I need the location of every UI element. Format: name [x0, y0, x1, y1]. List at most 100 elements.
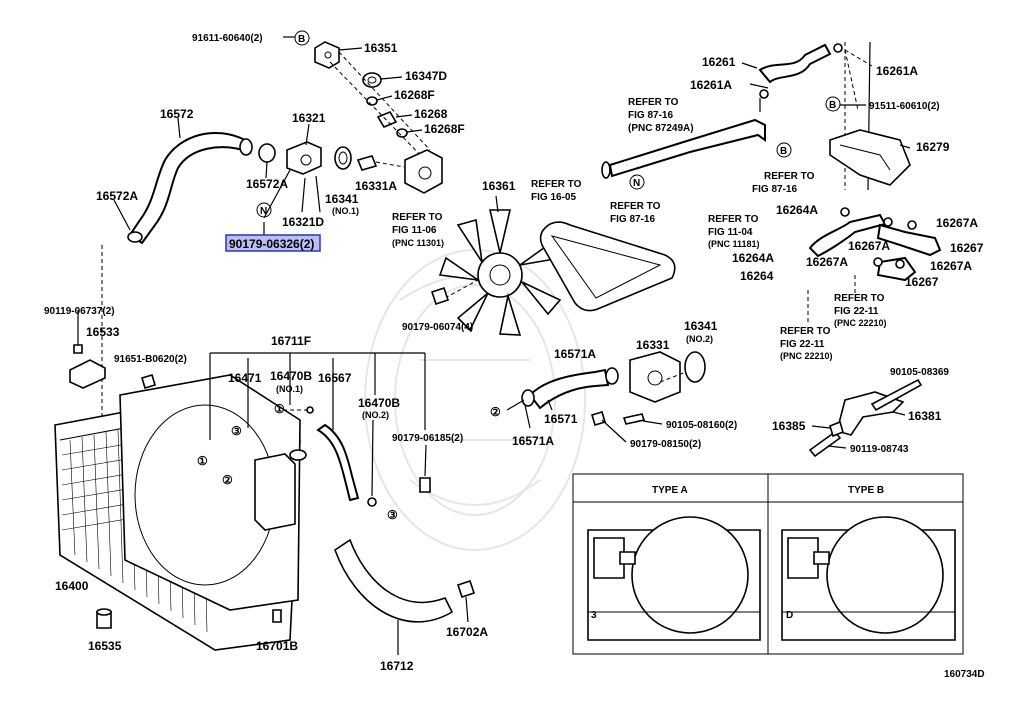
gasket-16347D[interactable] — [362, 72, 382, 88]
clip-16702A[interactable] — [456, 579, 476, 599]
fan-shroud[interactable] — [119, 374, 301, 611]
ref-22-11b-line2: FIG 22-11 — [780, 339, 825, 350]
label-16535: 16535 — [88, 639, 122, 653]
label-16264: 16264 — [740, 269, 774, 283]
label-90105-08160: 90105-08160(2) — [666, 420, 737, 431]
ref-87-16b-line2: FIG 87-16 — [610, 214, 655, 225]
label-16331: 16331 — [636, 338, 670, 352]
label-16571: 16571 — [544, 412, 578, 426]
thermostat-16331A[interactable] — [356, 155, 378, 171]
markers: B N N B B ① ① ② ② ③ ③ 3 D — [197, 30, 841, 621]
marker-circle-3b: ③ — [387, 508, 398, 522]
ref-11-04-line1: REFER TO — [708, 214, 759, 225]
label-16701B: 16701B — [256, 639, 298, 653]
bolt-90105-08369[interactable] — [870, 378, 923, 412]
marker-b-3: B — [829, 100, 836, 111]
clamp-16572A-2[interactable] — [127, 231, 143, 243]
fan-group — [430, 195, 562, 336]
label-16321: 16321 — [292, 111, 326, 125]
overflow-hose-16470B[interactable] — [316, 423, 360, 502]
label-16341-no1: (NO.1) — [332, 206, 359, 216]
fan-hub[interactable] — [477, 252, 523, 298]
nut-90179-06074[interactable] — [430, 286, 450, 306]
label-16341-2: 16341 — [684, 319, 718, 333]
water-inlet-housing[interactable] — [404, 149, 443, 194]
label-16470B-no2: (NO.2) — [362, 410, 389, 420]
bolt-90105-08160[interactable] — [622, 413, 646, 425]
type-a-label: TYPE A — [652, 485, 688, 496]
label-16571A-b: 16571A — [512, 434, 554, 448]
heater-hose-16261[interactable] — [758, 43, 832, 84]
water-outlet-group — [258, 41, 443, 236]
oring-16268F-b[interactable] — [396, 128, 408, 138]
label-16267-a: 16267 — [950, 241, 984, 255]
marker-n-1: N — [260, 206, 267, 217]
bracket-16533[interactable] — [69, 359, 106, 389]
ref-87-16-line3: (PNC 87249A) — [628, 123, 694, 134]
water-inlet-16321[interactable] — [286, 141, 322, 175]
water-outlet-part[interactable] — [314, 41, 340, 69]
ref-87-16c-line1: REFER TO — [764, 171, 815, 182]
part-labels: 91611-60640(2) 16351 16347D 16268F 16268… — [44, 33, 984, 673]
water-inlet-16331[interactable] — [629, 351, 681, 403]
hose-16267[interactable] — [876, 223, 942, 257]
v-belt-16361[interactable] — [539, 221, 676, 312]
label-16361: 16361 — [482, 179, 516, 193]
ref-11-06-line3: (PNC 11301) — [392, 238, 444, 248]
label-16711F: 16711F — [271, 334, 311, 348]
label-91511-60610: 91511-60610(2) — [869, 101, 940, 112]
oring-16268F-a[interactable] — [366, 96, 378, 106]
label-16385: 16385 — [772, 419, 806, 433]
hose-16571[interactable] — [528, 368, 610, 410]
gasket-16341-2[interactable] — [684, 351, 706, 383]
label-16702A: 16702A — [446, 625, 488, 639]
label-16267A-b: 16267A — [848, 239, 890, 253]
pipe-16268[interactable] — [376, 110, 398, 129]
label-16268F-a: 16268F — [394, 88, 435, 102]
label-16264A-a: 16264A — [776, 203, 818, 217]
thermostat-16341[interactable] — [334, 146, 352, 170]
heater-pipe[interactable] — [608, 118, 766, 178]
ref-11-04-line3: (PNC 11181) — [708, 239, 760, 249]
highlight-90179-06326[interactable] — [225, 234, 321, 252]
ref-87-16b-line1: REFER TO — [610, 201, 661, 212]
label-90119-08743: 90119-08743 — [850, 444, 909, 455]
label-90105-08369: 90105-08369 — [890, 367, 949, 378]
nut-90179-08150[interactable] — [591, 411, 606, 426]
hose-16267-b[interactable] — [876, 256, 917, 282]
label-16267A-a: 16267A — [936, 216, 978, 230]
clamp-16572A[interactable] — [258, 143, 276, 163]
clamp-90179-06185[interactable] — [419, 477, 431, 493]
marker-circle-1b: ① — [197, 454, 208, 468]
marker-b-2: B — [780, 146, 787, 157]
cushion-16701B[interactable] — [272, 609, 282, 623]
bolt-90119-08743[interactable] — [808, 430, 842, 458]
label-16261A-a: 16261A — [690, 78, 732, 92]
type-b-marker: D — [786, 610, 793, 621]
bracket-16279[interactable] — [829, 129, 911, 186]
radiator-group — [54, 245, 476, 655]
label-16400: 16400 — [55, 579, 89, 593]
label-16341-no2: (NO.2) — [686, 334, 713, 344]
label-90179-06326[interactable]: 90179-06326(2) — [229, 237, 314, 251]
marker-circle-3a: ③ — [231, 424, 242, 438]
marker-circle-2a: ② — [222, 473, 233, 487]
type-a-marker: 3 — [591, 610, 597, 621]
ref-16-05-line2: FIG 16-05 — [531, 192, 576, 203]
label-16341: 16341 — [325, 192, 359, 206]
shroud-16712[interactable] — [334, 538, 454, 623]
ref-87-16c-line2: FIG 87-16 — [752, 184, 797, 195]
ref-11-06-line2: FIG 11-06 — [392, 225, 437, 236]
type-b-label: TYPE B — [848, 485, 884, 496]
radiator-hose-16572[interactable] — [128, 131, 252, 245]
label-16267A-d: 16267A — [930, 259, 972, 273]
label-16268F-b: 16268F — [424, 122, 465, 136]
reserve-tank-16471[interactable] — [254, 453, 296, 531]
type-comparison-box — [572, 473, 964, 655]
ref-22-11a-line3: (PNC 22210) — [834, 318, 887, 328]
label-16351: 16351 — [364, 41, 398, 55]
refer-texts: REFER TO FIG 87-16 (PNC 87249A) REFER TO… — [392, 97, 887, 361]
marker-n-2: N — [633, 178, 640, 189]
